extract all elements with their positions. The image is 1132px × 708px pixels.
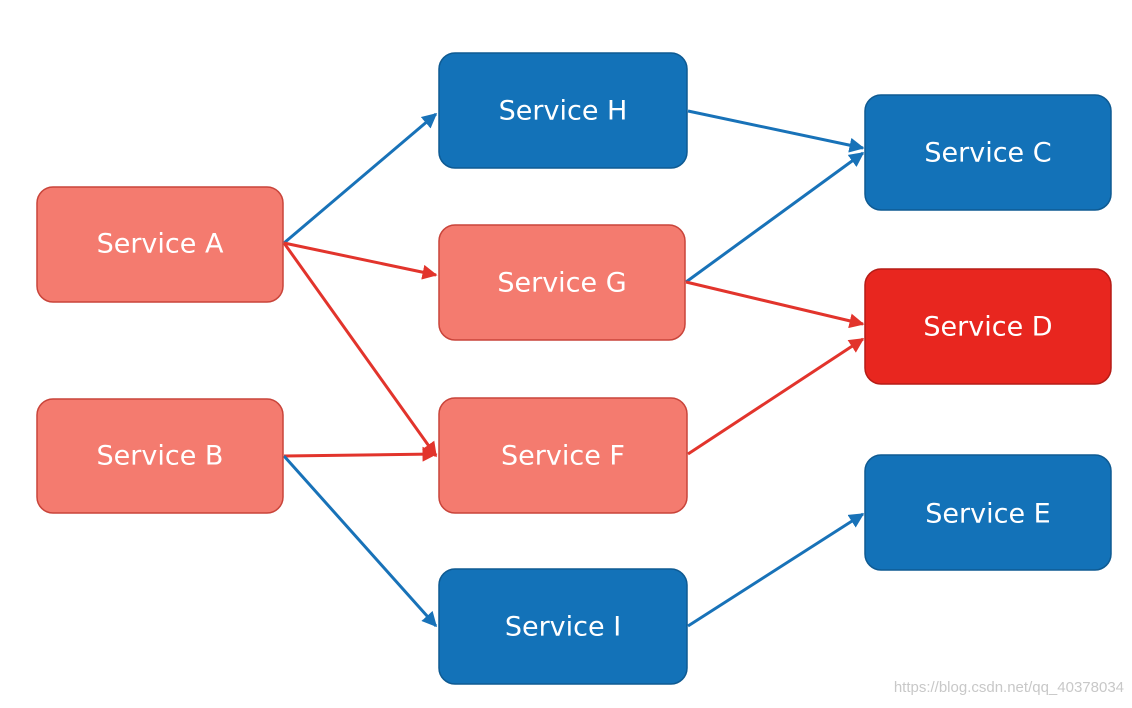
edge-g-c: [685, 151, 865, 284]
node-label: Service E: [925, 499, 1050, 530]
edge-h-c: [687, 109, 865, 153]
watermark-url: https://blog.csdn.net/qq_40378034: [893, 679, 1124, 696]
edge-a-f: [282, 242, 438, 458]
node-service-g[interactable]: Service G: [438, 224, 686, 341]
edge-g-d: [685, 280, 865, 329]
node-label: Service G: [497, 268, 626, 299]
node-service-e[interactable]: Service E: [864, 454, 1112, 571]
node-service-f[interactable]: Service F: [438, 397, 688, 514]
node-service-a[interactable]: Service A: [36, 186, 284, 303]
edge-i-e: [687, 512, 865, 628]
node-label: Service F: [501, 441, 625, 472]
edge-b-i: [282, 455, 438, 628]
node-label: Service I: [505, 612, 621, 643]
edge-a-h: [283, 112, 438, 245]
node-label: Service B: [97, 441, 224, 472]
node-box: [438, 52, 688, 169]
node-box: [864, 94, 1112, 211]
node-service-b[interactable]: Service B: [36, 398, 284, 514]
node-box: [864, 268, 1112, 385]
node-label: Service D: [923, 312, 1052, 343]
node-service-i[interactable]: Service I: [438, 568, 688, 685]
node-label: Service C: [924, 138, 1051, 169]
node-service-h[interactable]: Service H: [438, 52, 688, 169]
edge-a-g: [283, 241, 438, 280]
node-label: Service A: [97, 229, 224, 260]
node-box: [438, 568, 688, 685]
edge-f-d: [687, 337, 865, 456]
node-label: Service H: [499, 96, 628, 127]
node-box: [36, 398, 284, 514]
node-service-c[interactable]: Service C: [864, 94, 1112, 211]
node-service-d[interactable]: Service D: [864, 268, 1112, 385]
edge-b-f: [283, 446, 438, 462]
nodes: Service A Service B Service H Service G …: [36, 52, 1112, 685]
node-box: [864, 454, 1112, 571]
node-box: [438, 224, 686, 341]
node-box: [36, 186, 284, 303]
node-box: [438, 397, 688, 514]
edges: [282, 109, 865, 628]
